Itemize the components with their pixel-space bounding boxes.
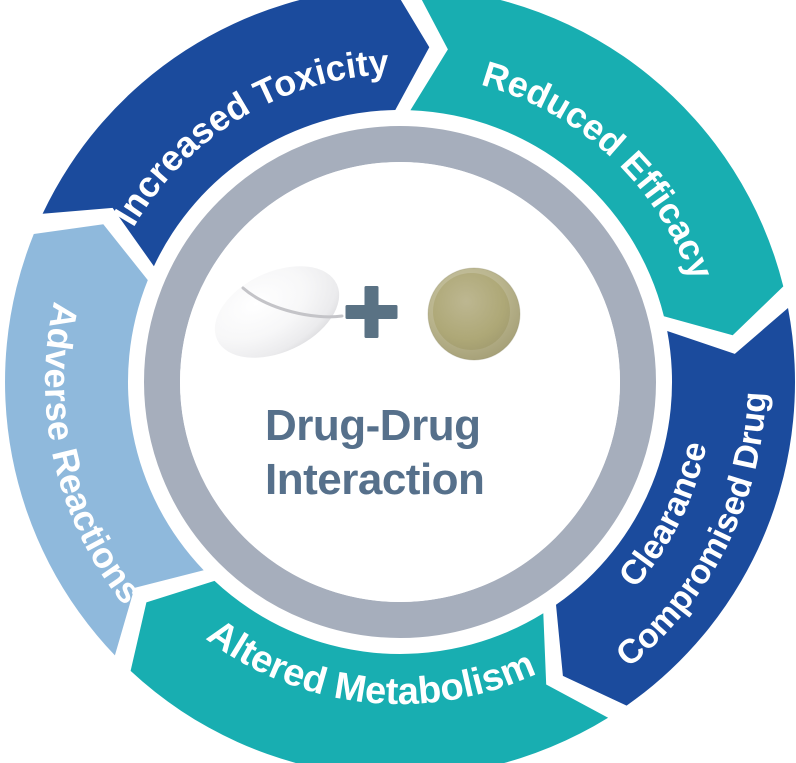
segment-increased-toxicity-arrow (42, 0, 430, 267)
segment-reduced-efficacy-arrow (410, 0, 784, 336)
center-white-circle (180, 162, 620, 602)
center-title-line1: Drug-Drug (265, 401, 480, 450)
segment-compromised-drug-clearance-arrow (556, 308, 796, 706)
pill-score-line (241, 286, 344, 319)
plus-vertical-bar (364, 286, 379, 338)
inner-gray-ring (144, 126, 656, 638)
oval-pill-icon (214, 266, 344, 358)
tablet-face (433, 273, 510, 350)
round-tablet-icon (427, 267, 521, 361)
center-title-line2: Interaction (265, 455, 484, 504)
segment-altered-metabolism-arrow (130, 580, 609, 763)
segment-adverse-reactions-arrow (5, 224, 204, 656)
plus-icon (345, 286, 398, 338)
